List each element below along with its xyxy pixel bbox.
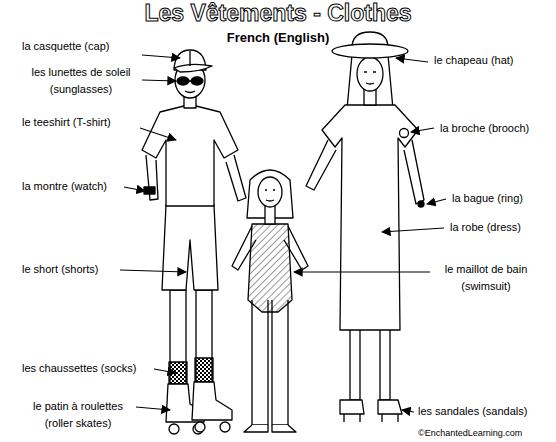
leader-line bbox=[382, 228, 444, 232]
girl-leg bbox=[252, 300, 268, 425]
leader-line bbox=[154, 369, 176, 373]
wheel bbox=[220, 422, 230, 432]
sunglasses bbox=[191, 77, 203, 85]
leader-line bbox=[140, 128, 176, 140]
wheel bbox=[195, 422, 205, 432]
part-label: la montre (watch) bbox=[22, 178, 122, 195]
leader-line bbox=[142, 80, 176, 81]
leader-line bbox=[136, 407, 170, 410]
face bbox=[364, 72, 376, 84]
neck bbox=[265, 205, 275, 224]
leader-line bbox=[411, 128, 434, 132]
woman-leg bbox=[350, 330, 360, 400]
part-label: le maillot de bain (swimsuit) bbox=[434, 261, 538, 295]
ring bbox=[418, 201, 424, 207]
woman-arm bbox=[404, 140, 424, 204]
head bbox=[258, 177, 282, 207]
sandal bbox=[340, 400, 364, 414]
part-label: la casquette (cap) bbox=[22, 38, 140, 55]
girl-feet bbox=[244, 425, 296, 432]
subtitle: French (English) bbox=[178, 30, 378, 46]
tee-shirt bbox=[142, 106, 238, 206]
part-label: le teeshirt (T-shirt) bbox=[22, 114, 140, 131]
copyright-note: ©EnchantedLearning.com bbox=[418, 428, 552, 439]
leader-line bbox=[124, 187, 145, 191]
head bbox=[357, 57, 383, 91]
part-label: la bague (ring) bbox=[452, 190, 552, 207]
part-label: les chaussettes (socks) bbox=[22, 360, 152, 377]
cap-seam bbox=[189, 51, 190, 66]
brooch bbox=[400, 129, 409, 138]
leader-line bbox=[402, 410, 414, 412]
hat-brim bbox=[332, 44, 408, 58]
dress bbox=[322, 105, 418, 330]
part-label: la broche (brooch) bbox=[440, 120, 552, 137]
woman-leg bbox=[380, 330, 390, 400]
wheel bbox=[169, 424, 179, 434]
part-label: les sandales (sandals) bbox=[418, 403, 552, 420]
face bbox=[265, 190, 275, 201]
woman-arm bbox=[306, 140, 336, 190]
leader-line bbox=[396, 58, 428, 62]
woman-figure bbox=[306, 32, 424, 422]
mouth bbox=[185, 91, 195, 93]
roller-skate bbox=[192, 382, 232, 420]
diagram-title: Les Vêtements - Clothes bbox=[78, 0, 478, 26]
man-leg bbox=[170, 290, 186, 385]
watch bbox=[144, 187, 155, 194]
part-label: la robe (dress) bbox=[450, 219, 550, 236]
man-figure bbox=[142, 50, 246, 434]
swimsuit bbox=[248, 224, 292, 312]
leader-line bbox=[294, 271, 430, 272]
leader-line bbox=[142, 55, 180, 58]
figures bbox=[142, 32, 424, 434]
sock bbox=[195, 358, 213, 382]
man-leg bbox=[196, 290, 212, 385]
leader-line bbox=[120, 270, 186, 272]
girl-figure bbox=[232, 170, 308, 432]
leader-lines bbox=[120, 55, 446, 412]
man-arm bbox=[226, 155, 246, 201]
sock bbox=[169, 362, 187, 384]
part-label: le short (shorts) bbox=[22, 261, 118, 278]
sunglasses-bridge bbox=[189, 80, 191, 81]
girl-leg bbox=[272, 300, 288, 425]
part-label: les lunettes de soleil (sunglasses) bbox=[22, 64, 140, 98]
leader-line bbox=[427, 199, 446, 204]
part-label: le patin à roulettes (roller skates) bbox=[22, 398, 134, 432]
cap-brim bbox=[174, 64, 212, 72]
shorts bbox=[162, 205, 218, 290]
sandal-heel bbox=[344, 414, 398, 422]
sunglasses bbox=[177, 77, 189, 85]
sandal bbox=[378, 400, 402, 414]
part-label: le chapeau (hat) bbox=[434, 52, 550, 69]
